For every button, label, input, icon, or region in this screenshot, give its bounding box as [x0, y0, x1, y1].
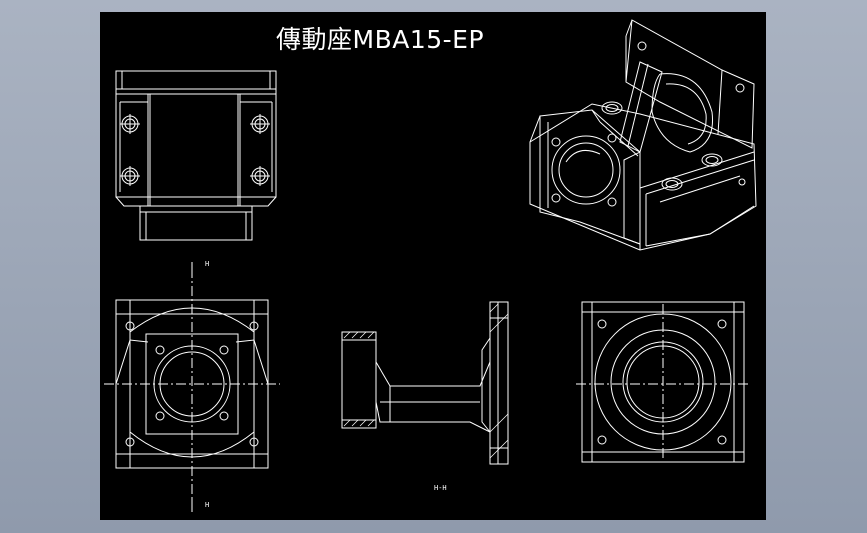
- drawing-title: 傳動座MBA15-EP: [276, 25, 485, 54]
- section-caption: H-H: [434, 484, 447, 492]
- section-view: [341, 301, 509, 465]
- section-mark-bottom: H: [205, 501, 210, 509]
- section-mark-top: H: [205, 260, 210, 268]
- cad-drawing-canvas[interactable]: 傳動座MBA15-EP: [100, 12, 766, 520]
- side-view: [576, 301, 750, 463]
- engineering-drawing: [104, 19, 757, 512]
- front-view: [104, 262, 280, 512]
- isometric-view: [529, 19, 757, 251]
- top-view: [115, 70, 277, 241]
